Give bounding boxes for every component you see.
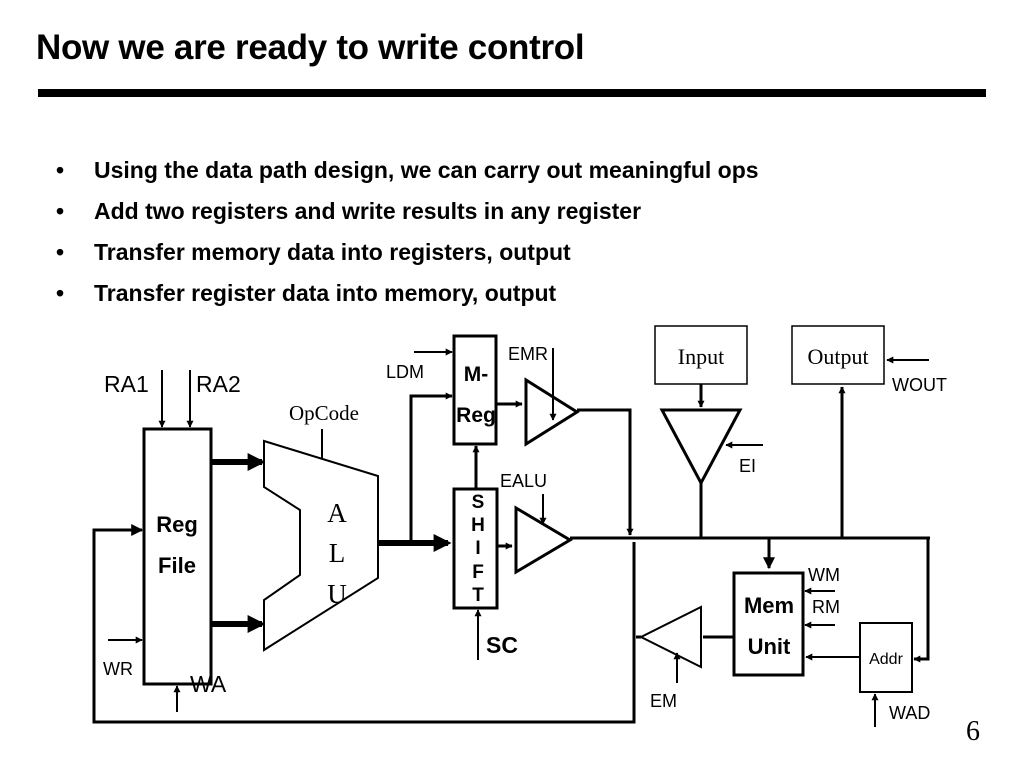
addr-label: Addr bbox=[869, 651, 903, 668]
wr-label: WR bbox=[103, 659, 133, 679]
reg-file-label: Reg bbox=[156, 512, 198, 537]
shift-letter: S bbox=[472, 492, 485, 513]
alu-letter: A bbox=[327, 498, 347, 528]
bullet-item: • Using the data path design, we can carr… bbox=[56, 152, 759, 193]
reg-file-box bbox=[142, 427, 213, 686]
alu-letter: L bbox=[329, 538, 346, 568]
sc-label: SC bbox=[486, 632, 518, 658]
ei-buffer bbox=[659, 408, 743, 487]
wout-label: WOUT bbox=[892, 375, 947, 395]
input-box bbox=[654, 325, 748, 385]
title-rule bbox=[38, 89, 986, 97]
writeback-loop bbox=[92, 528, 636, 724]
wa-label: WA bbox=[190, 671, 227, 697]
mem-unit-box bbox=[732, 571, 805, 677]
emr-out bbox=[577, 408, 634, 536]
mem-unit-label: Unit bbox=[748, 634, 791, 659]
bullet-dot: • bbox=[56, 239, 65, 265]
rm-label: RM bbox=[812, 597, 840, 617]
alu-shape bbox=[263, 439, 379, 652]
shift-letter: H bbox=[471, 515, 485, 536]
ra1-label: RA1 bbox=[104, 371, 149, 397]
alu-letter: U bbox=[327, 579, 347, 609]
bullet-item: • Transfer register data into memory, out… bbox=[56, 275, 759, 316]
m-reg-label: Reg bbox=[456, 404, 496, 427]
input-label: Input bbox=[678, 344, 724, 369]
wad-label: WAD bbox=[889, 703, 930, 723]
bullet-dot: • bbox=[56, 157, 65, 183]
bullet-text: Transfer memory data into registers, out… bbox=[94, 239, 571, 265]
opcode-label: OpCode bbox=[289, 401, 359, 425]
bullet-dot: • bbox=[56, 280, 65, 306]
bullet-text: Add two registers and write results in a… bbox=[94, 198, 642, 224]
addr-box bbox=[859, 622, 913, 693]
wm-label: WM bbox=[808, 565, 840, 585]
bullet-item: • Add two registers and write results in … bbox=[56, 193, 759, 234]
ra2-label: RA2 bbox=[196, 371, 241, 397]
em-label: EM bbox=[650, 691, 677, 711]
ldm-label: LDM bbox=[386, 362, 424, 382]
bullet-list: • Using the data path design, we can carr… bbox=[56, 152, 759, 316]
shift-box bbox=[452, 487, 499, 610]
bus-to-addr bbox=[913, 538, 930, 663]
shift-letter: I bbox=[475, 538, 480, 559]
bullet-item: • Transfer memory data into registers, ou… bbox=[56, 234, 759, 275]
bullet-text: Using the data path design, we can carry… bbox=[94, 157, 759, 183]
alu-to-mreg bbox=[409, 392, 453, 543]
output-label: Output bbox=[807, 344, 868, 369]
emr-label: EMR bbox=[508, 344, 548, 364]
mem-unit-label: Mem bbox=[744, 593, 794, 618]
bullet-dot: • bbox=[56, 198, 65, 224]
shift-letter: F bbox=[472, 562, 484, 583]
page-number: 6 bbox=[966, 716, 980, 747]
output-box bbox=[791, 325, 885, 385]
slide-title: Now we are ready to write control bbox=[36, 28, 585, 67]
em-buffer bbox=[638, 605, 702, 669]
reg-file-label: File bbox=[158, 553, 196, 578]
ei-label: EI bbox=[739, 456, 756, 476]
shift-letter: T bbox=[472, 585, 484, 606]
bullet-text: Transfer register data into memory, outp… bbox=[94, 280, 557, 306]
ealu-label: EALU bbox=[500, 471, 547, 491]
m-reg-box bbox=[452, 334, 498, 446]
m-reg-label: M- bbox=[464, 363, 489, 386]
emr-buffer bbox=[524, 377, 580, 447]
